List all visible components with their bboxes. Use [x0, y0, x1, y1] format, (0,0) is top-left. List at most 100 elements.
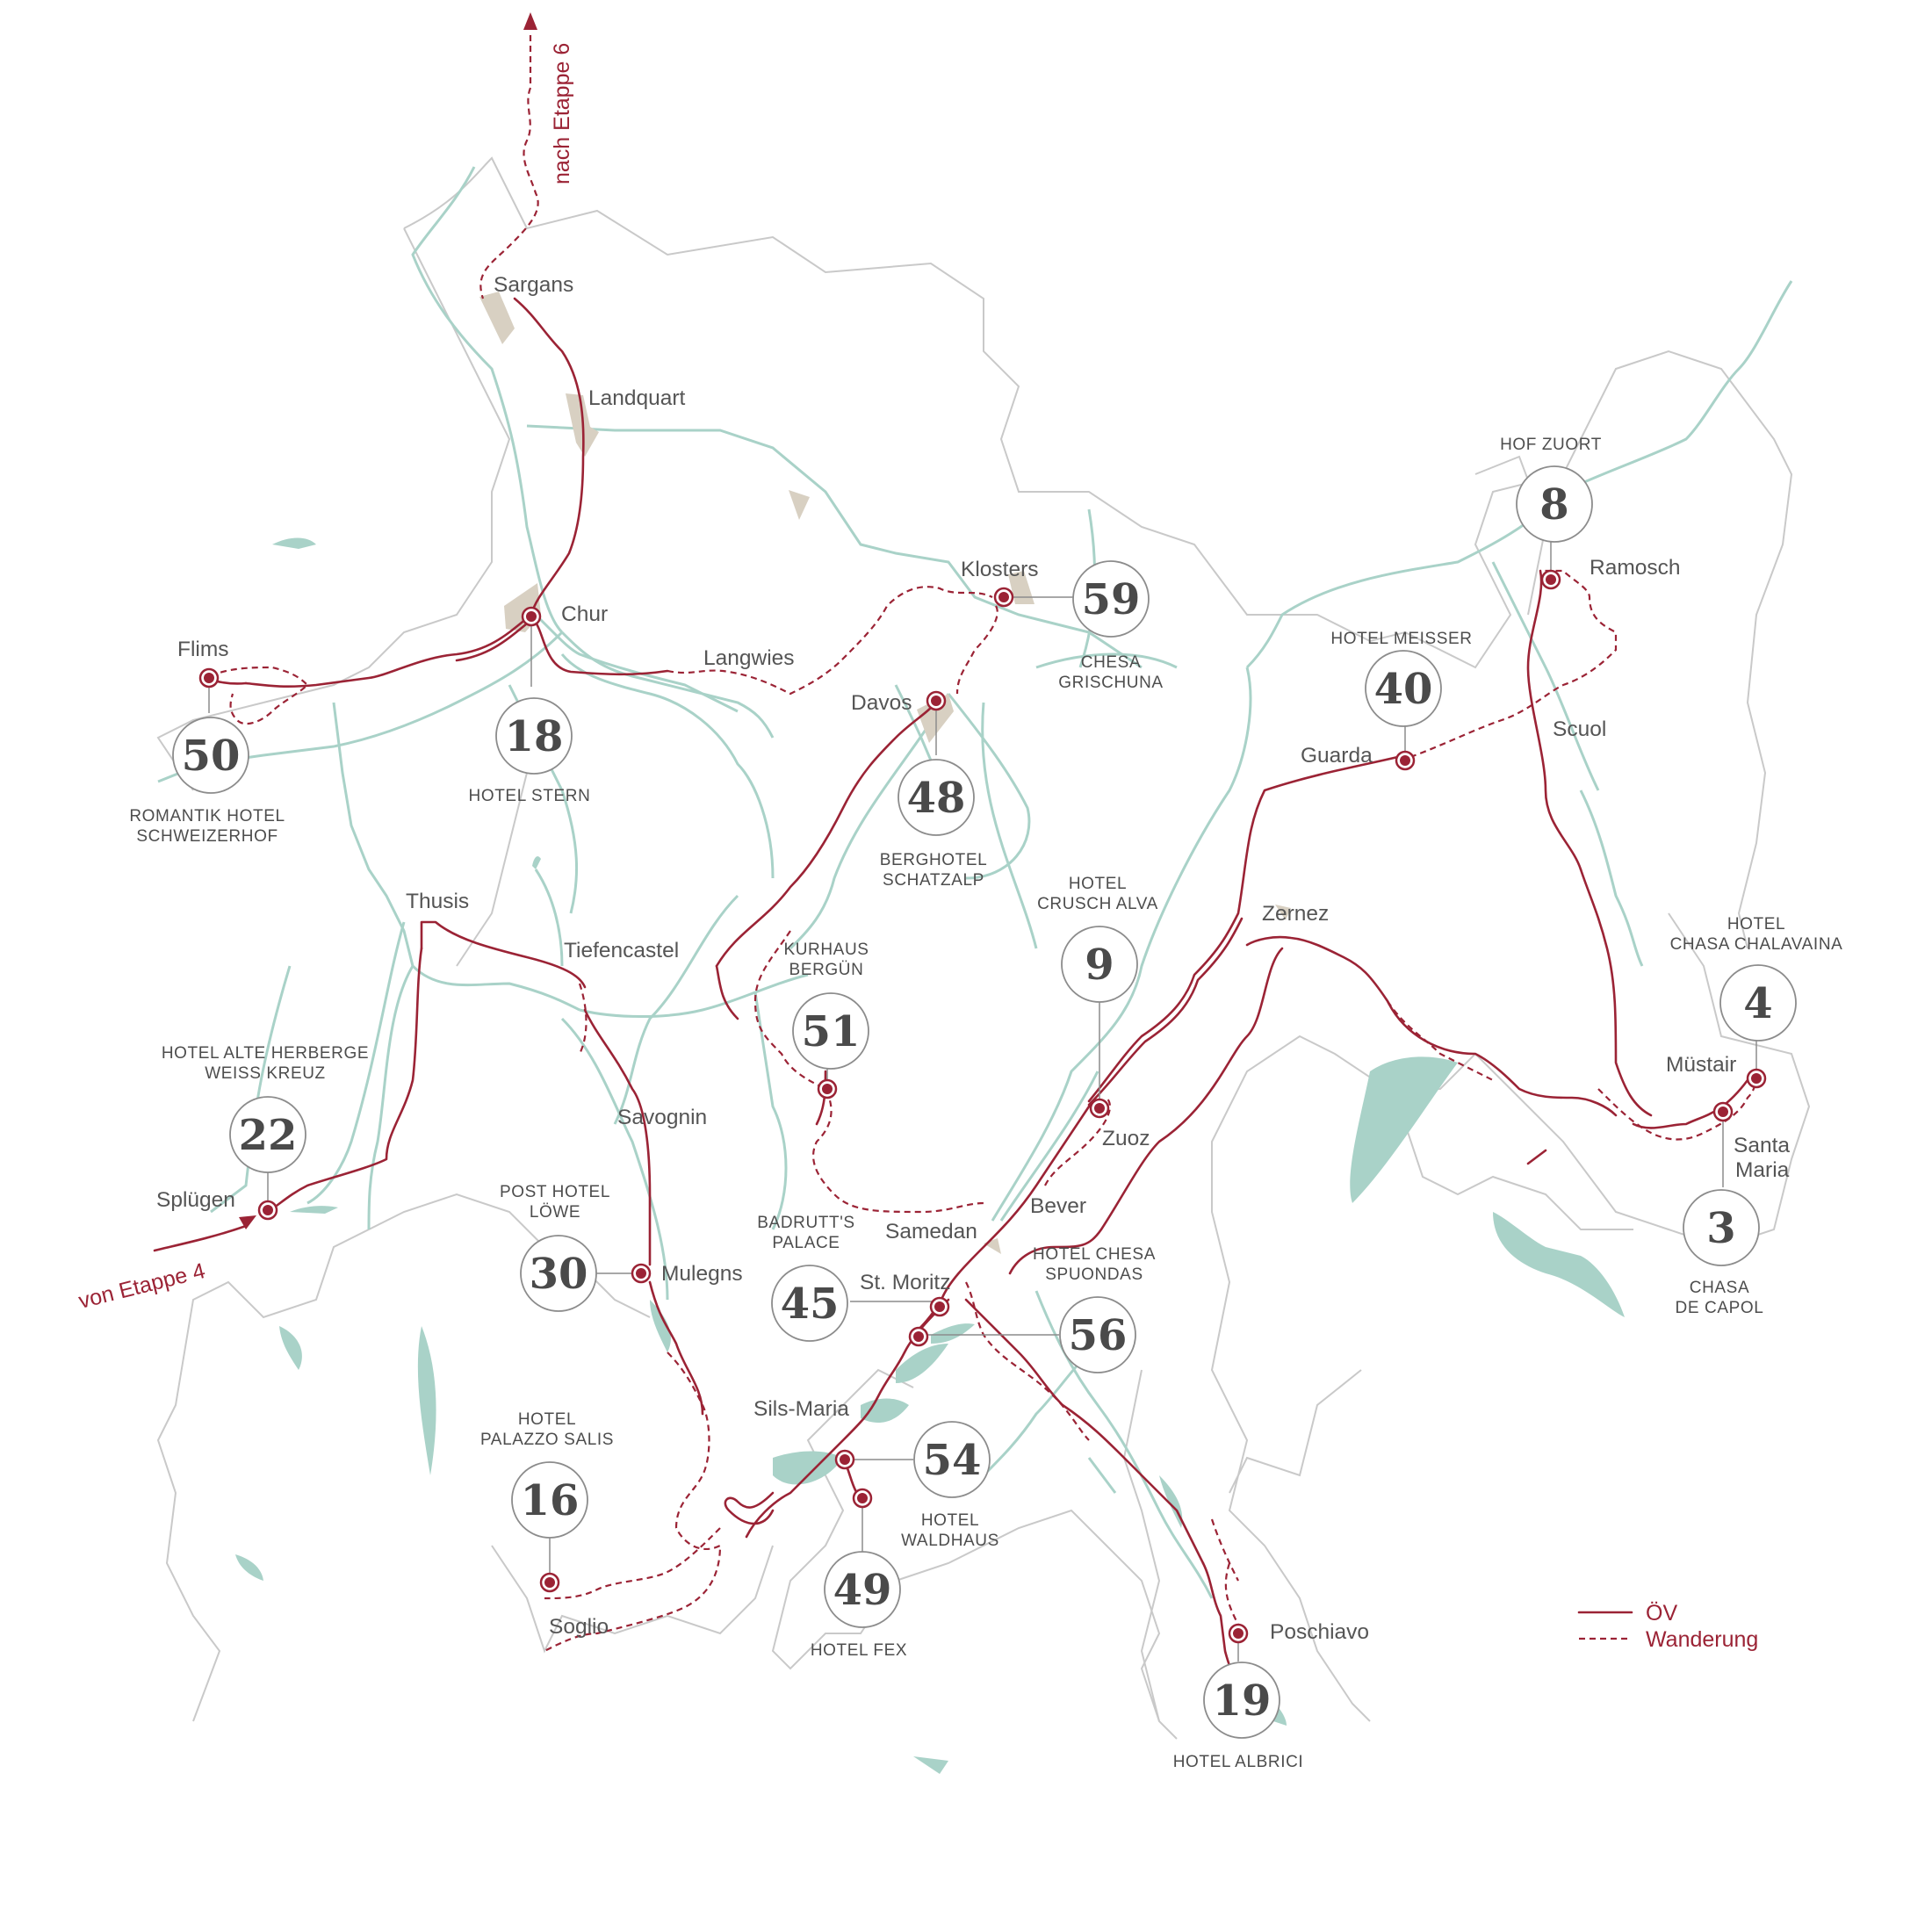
town-label-landquart: Landquart — [588, 386, 686, 410]
hotel-name: BERGÜN — [789, 961, 864, 979]
hotel-number: 49 — [833, 1566, 892, 1615]
leader-lines — [208, 539, 1757, 1662]
legend-ov-label: ÖV — [1646, 1601, 1677, 1626]
hotel-marker[interactable]: 50 — [172, 717, 249, 794]
hotel-marker[interactable]: 49 — [824, 1551, 901, 1628]
hotel-marker[interactable]: 54 — [913, 1421, 991, 1498]
stop-chur — [521, 606, 542, 627]
hotel-name: LÖWE — [530, 1203, 580, 1222]
hotel-name: CRUSCH ALVA — [1037, 895, 1158, 913]
town-label-tiefencastel: Tiefencastel — [564, 939, 679, 962]
town-label-ramosch: Ramosch — [1590, 556, 1680, 580]
hotel-marker[interactable]: 48 — [898, 759, 975, 836]
hotel-name: WALDHAUS — [901, 1532, 999, 1550]
hotel-number: 40 — [1374, 665, 1433, 714]
hotel-name: KURHAUS — [783, 941, 869, 959]
hotel-name: ROMANTIK HOTEL — [129, 807, 285, 825]
hotel-marker[interactable]: 18 — [495, 697, 573, 775]
town-label-zuoz: Zuoz — [1102, 1127, 1150, 1150]
stops — [198, 569, 1767, 1644]
hotel-marker[interactable]: 30 — [520, 1235, 597, 1312]
town-label-zernez: Zernez — [1262, 902, 1329, 926]
town-label-mulegns: Mulegns — [661, 1262, 743, 1286]
hotel-number: 16 — [521, 1476, 580, 1525]
hotel-number: 59 — [1082, 575, 1141, 624]
hotel-markers: 50 18 59 48 51 22 30 16 — [172, 465, 1797, 1739]
hotel-number: 48 — [907, 774, 966, 823]
hotel-marker[interactable]: 51 — [792, 992, 869, 1070]
hotel-name: SCHATZALP — [883, 871, 984, 890]
hotel-name: HOTEL CHESA — [1033, 1245, 1156, 1264]
hotel-marker[interactable]: 45 — [771, 1265, 848, 1342]
town-label-splugen: Splügen — [156, 1188, 235, 1212]
hotel-name: HOTEL STERN — [469, 787, 591, 805]
hotel-names: ROMANTIK HOTEL SCHWEIZERHOF HOTEL STERN … — [129, 436, 1842, 1771]
hotel-number: 56 — [1069, 1311, 1128, 1360]
stop-davos — [926, 690, 947, 711]
town-labels: Sargans Landquart Chur Flims Langwies Kl… — [156, 273, 1790, 1644]
town-label-santa-maria-line1: Santa — [1734, 1134, 1790, 1157]
hotel-marker[interactable]: 40 — [1365, 650, 1442, 727]
hotel-name: PALACE — [772, 1234, 840, 1252]
route-label-prev: von Etappe 4 — [76, 1258, 208, 1314]
hotel-name: CHASA CHALAVAINA — [1670, 935, 1843, 954]
north-arrow-icon — [523, 12, 537, 30]
town-label-langwies: Langwies — [703, 646, 795, 670]
hotel-name: HOTEL MEISSER — [1330, 630, 1472, 648]
hotel-marker[interactable]: 59 — [1072, 560, 1150, 638]
stop-soglio — [539, 1572, 560, 1593]
town-label-mustair: Müstair — [1666, 1053, 1736, 1077]
hotel-number: 54 — [923, 1436, 982, 1485]
stop-bergun — [817, 1078, 838, 1099]
hotel-marker[interactable]: 8 — [1516, 465, 1593, 543]
stop-st-moritz — [929, 1296, 950, 1317]
legend-hike-label: Wanderung — [1646, 1627, 1758, 1652]
stop-splugen — [257, 1200, 278, 1221]
hotel-name: BERGHOTEL — [880, 851, 988, 869]
hotel-number: 3 — [1706, 1204, 1735, 1253]
hotel-marker[interactable]: 56 — [1059, 1296, 1136, 1373]
town-label-klosters: Klosters — [961, 558, 1039, 581]
hotel-marker[interactable]: 19 — [1203, 1662, 1280, 1739]
hotel-name: CHESA — [1081, 653, 1141, 672]
town-label-scuol: Scuol — [1553, 717, 1606, 741]
town-label-st-moritz: St. Moritz — [860, 1271, 950, 1294]
town-label-santa-maria-line2: Maria — [1735, 1158, 1790, 1182]
hotel-number: 19 — [1213, 1676, 1272, 1726]
hotel-marker[interactable]: 9 — [1061, 926, 1138, 1003]
hotel-name: BADRUTT'S — [757, 1214, 854, 1232]
hotel-name: POST HOTEL — [500, 1183, 610, 1201]
hotel-number: 50 — [182, 732, 241, 781]
stop-mulegns — [631, 1263, 652, 1284]
hotel-marker[interactable]: 4 — [1719, 964, 1797, 1042]
town-label-soglio: Soglio — [549, 1615, 609, 1639]
legend: ÖV Wanderung — [1577, 1601, 1758, 1652]
stop-ramosch — [1540, 569, 1561, 590]
stop-guarda — [1395, 750, 1416, 771]
hotel-number: 8 — [1539, 480, 1568, 530]
stop-santa-maria — [1712, 1101, 1734, 1122]
town-label-thusis: Thusis — [406, 890, 469, 913]
stop-zuoz — [1089, 1098, 1110, 1119]
town-label-bever: Bever — [1030, 1194, 1086, 1218]
stop-fex — [852, 1488, 873, 1509]
town-label-davos: Davos — [851, 691, 912, 715]
hotel-name: PALAZZO SALIS — [480, 1431, 614, 1449]
stop-flims — [198, 667, 220, 688]
town-label-guarda: Guarda — [1301, 744, 1373, 768]
town-label-poschiavo: Poschiavo — [1270, 1620, 1369, 1644]
hiking-routes — [210, 35, 1756, 1652]
stop-mustair — [1746, 1068, 1767, 1089]
hotel-name: HOTEL ALTE HERBERGE — [162, 1044, 369, 1063]
hotel-number: 22 — [239, 1111, 298, 1160]
hotel-number: 18 — [505, 712, 564, 761]
stop-klosters — [993, 587, 1014, 608]
hotel-marker[interactable]: 16 — [511, 1461, 588, 1539]
hotel-marker[interactable]: 22 — [229, 1096, 306, 1173]
hotel-number: 45 — [781, 1280, 840, 1329]
hotel-marker[interactable]: 3 — [1683, 1189, 1760, 1266]
hotel-name: HOTEL ALBRICI — [1173, 1753, 1304, 1771]
town-label-chur: Chur — [561, 602, 608, 626]
